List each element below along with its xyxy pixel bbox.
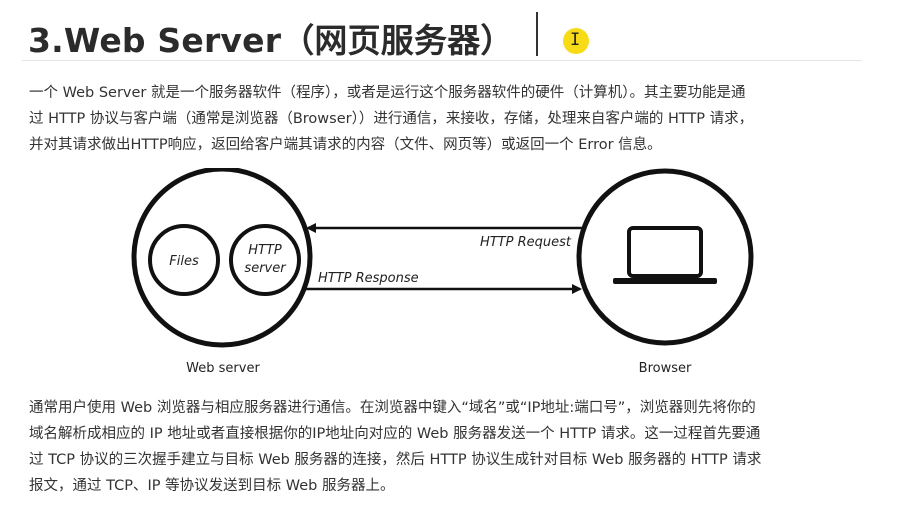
intro-line: 一个 Web Server 就是一个服务器软件（程序），或者是运行这个服务器软件…	[29, 85, 746, 101]
http-server-label-line1: HTTP	[248, 243, 282, 258]
laptop-icon	[613, 226, 717, 284]
web-server-circle	[131, 168, 313, 348]
files-label: Files	[169, 254, 199, 269]
http-server-circle	[229, 224, 301, 296]
web-server-diagram: Files HTTP server HTTP Request HTTP Resp…	[131, 168, 754, 376]
text-cursor-icon: I	[570, 30, 581, 50]
title-row: 3.Web Server（网页服务器）	[22, 8, 862, 64]
body-line: 过 TCP 协议的三次握手建立与目标 Web 服务器的连接，然后 HTTP 协议…	[29, 452, 762, 468]
browser-circle	[576, 168, 754, 346]
http-server-label-line2: server	[244, 261, 287, 276]
body-paragraph: 通常用户使用 Web 浏览器与相应服务器进行通信。在浏览器中键入“域名”或“IP…	[29, 395, 761, 499]
intro-line: 并对其请求做出HTTP响应，返回给客户端其请求的内容（文件、网页等）或返回一个 …	[29, 137, 662, 153]
browser-caption: Browser	[639, 361, 692, 376]
cursor-highlight	[563, 28, 589, 54]
text-caret	[536, 12, 538, 56]
body-line: 通常用户使用 Web 浏览器与相应服务器进行通信。在浏览器中键入“域名”或“IP…	[29, 400, 756, 416]
body-line: 报文，通过 TCP、IP 等协议发送到目标 Web 服务器上。	[29, 478, 395, 494]
page-title: 3.Web Server（网页服务器）	[28, 21, 514, 60]
title-divider	[22, 60, 862, 61]
web-server-caption: Web server	[186, 361, 260, 376]
intro-line: 过 HTTP 协议与客户端（通常是浏览器（Browser））进行通信，来接收，存…	[29, 111, 754, 127]
body-line: 域名解析成相应的 IP 地址或者直接根据你的IP地址向对应的 Web 服务器发送…	[29, 426, 761, 442]
http-request-label: HTTP Request	[480, 235, 572, 250]
intro-paragraph: 一个 Web Server 就是一个服务器软件（程序），或者是运行这个服务器软件…	[29, 80, 753, 158]
http-response-label: HTTP Response	[318, 271, 419, 286]
files-circle	[148, 224, 220, 296]
